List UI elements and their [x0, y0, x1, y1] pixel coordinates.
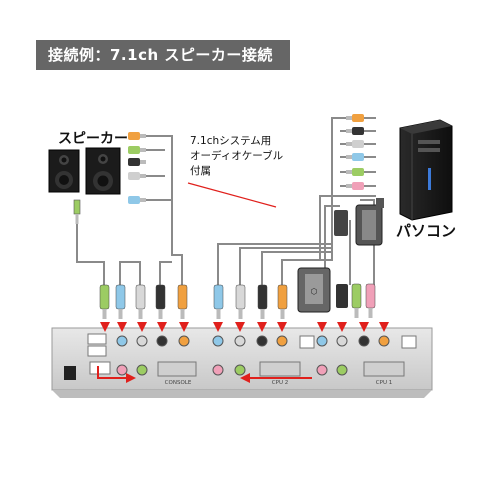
audio-plug-icon — [213, 284, 288, 319]
cable-label: 7.1chシステム用 オーディオケーブル 付属 — [190, 134, 283, 179]
audio-plug-icon — [128, 132, 146, 204]
callout-line — [187, 182, 277, 208]
speaker-label: スピーカー — [58, 131, 128, 147]
panel-cpu2-label: CPU 2 — [272, 380, 288, 386]
pc-tower-icon — [399, 119, 453, 221]
svg-text:⬡: ⬡ — [311, 287, 318, 296]
cable-label-line3: 付属 — [190, 165, 211, 177]
panel-console-label: CONSOLE — [165, 380, 192, 386]
audio-plug-icon — [73, 199, 81, 224]
arrow-icon — [126, 373, 250, 383]
audio-cable — [76, 117, 376, 285]
usb-connector-icon — [334, 210, 348, 236]
arrow-icon — [100, 322, 389, 332]
cable-label-line1: 7.1chシステム用 — [190, 135, 272, 147]
speaker-icon — [48, 149, 80, 193]
usb-connector-icon — [336, 284, 348, 308]
cable-label-line2: オーディオケーブル — [190, 150, 284, 162]
kvm-switch-icon: CONSOLE CPU 2 CPU 1 — [51, 327, 433, 398]
panel-cpu1-label: CPU 1 — [376, 380, 392, 386]
audio-plug-icon — [346, 114, 364, 190]
routing-arrow — [97, 366, 312, 379]
speaker-icon — [85, 147, 121, 195]
pc-label: パソコン — [396, 222, 457, 240]
dvi-connector-icon — [355, 198, 384, 246]
audio-plug-icon — [99, 284, 188, 319]
audio-plug-icon — [351, 283, 376, 318]
page-title: 接続例：7.1ch スピーカー接続 — [36, 40, 290, 70]
dvi-connector-icon: ⬡ — [297, 267, 331, 313]
